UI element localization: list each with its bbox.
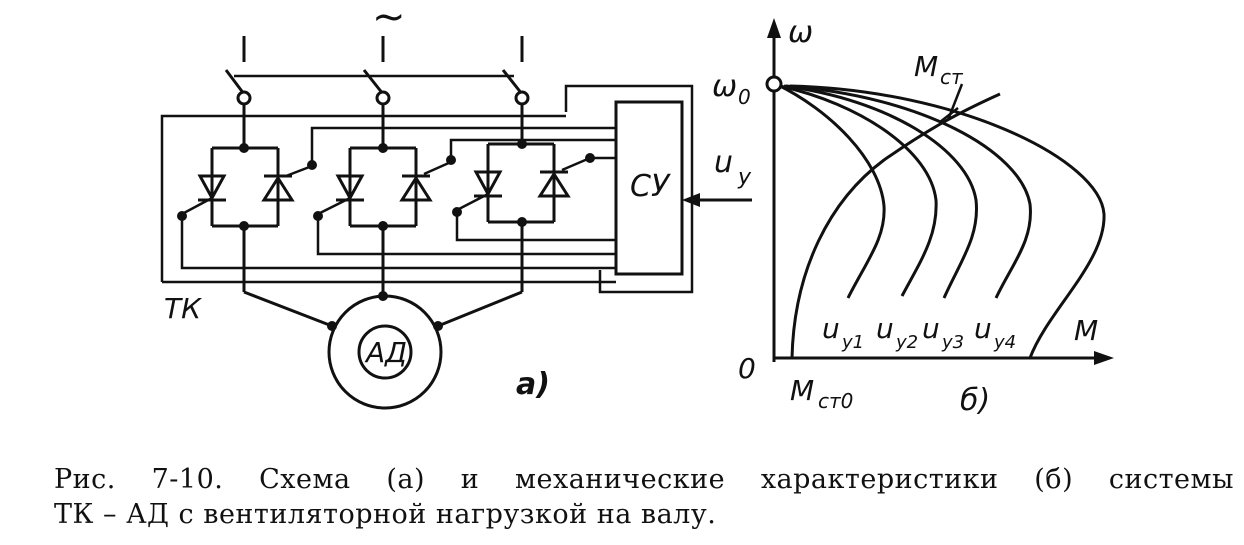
thyristor-group-2: [313, 104, 456, 292]
figure-caption: Рис. 7-10. Схема (а) и механические хара…: [54, 462, 1234, 532]
svg-text:у3: у3: [941, 332, 964, 353]
svg-text:у4: у4: [993, 332, 1016, 353]
characteristic-curve-uy4: [785, 84, 1032, 299]
curve-label-uy2: u: [876, 312, 894, 345]
omega0-label: ω: [712, 69, 737, 104]
controller-label: СУ: [630, 169, 671, 204]
motor-label: АД: [364, 336, 407, 369]
svg-text:0: 0: [738, 85, 751, 109]
thyristor-group-1: [177, 104, 317, 292]
characteristics-graph: ω M 0 ω 0 M ст u у1 u у2 u у3 u у4 M ст0…: [712, 15, 1114, 418]
svg-text:у: у: [737, 165, 752, 190]
figure: ~ СУ u у: [160, 0, 1114, 418]
omega0-point: [765, 75, 783, 93]
y-axis-label: ω: [788, 15, 813, 50]
svg-text:ст: ст: [940, 65, 964, 89]
motor-inner-circle: [357, 324, 413, 380]
control-input-label: u: [714, 145, 733, 180]
circuit-schematic: ~ СУ u у: [160, 0, 752, 410]
origin-label: 0: [738, 352, 756, 385]
motor-outer-circle: [327, 294, 443, 410]
load-curve: [790, 92, 1001, 359]
characteristic-curve-uy3: [783, 84, 979, 299]
x-axis-label: M: [1074, 314, 1098, 347]
curve-label-uy4: u: [974, 312, 992, 345]
caption-line-1: Рис. 7-10. Схема (а) и механические хара…: [54, 464, 1234, 495]
characteristic-curve-uy2: [779, 84, 938, 297]
load-curve-label: M: [914, 50, 938, 83]
characteristic-curve-natural: [789, 84, 1106, 359]
thyristor-group-3: [452, 104, 595, 292]
characteristic-curve-uy1: [775, 82, 886, 299]
converter-label: ТК: [164, 292, 202, 325]
svg-text:у1: у1: [841, 332, 864, 353]
caption-line-2: ТК – АД с вентиляторной нагрузкой на вал…: [54, 499, 717, 530]
curve-label-uy3: u: [922, 312, 940, 345]
start-torque-label: M: [790, 374, 814, 407]
panel-a-label: а): [516, 367, 550, 402]
svg-text:у2: у2: [895, 332, 918, 353]
controller-box: [614, 100, 684, 276]
svg-text:ст0: ст0: [818, 389, 853, 413]
supply-symbol: ~: [372, 0, 406, 40]
curve-label-uy1: u: [822, 312, 840, 345]
panel-b-label: б): [960, 383, 990, 418]
